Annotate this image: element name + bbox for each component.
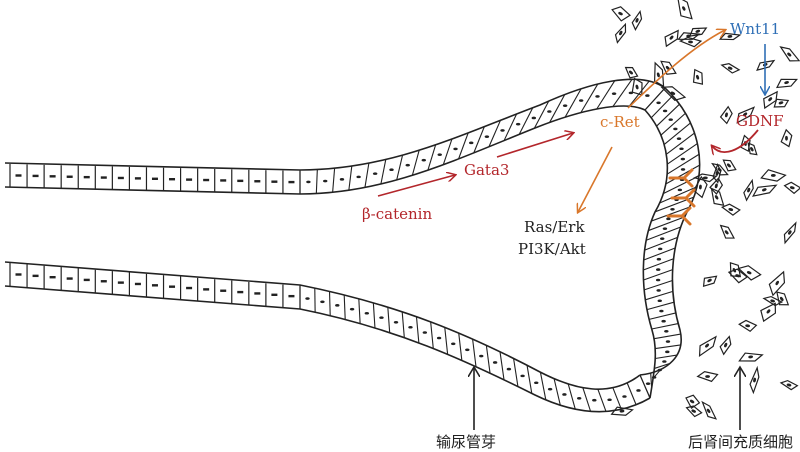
ret-receptors <box>666 168 696 226</box>
ureteric-bud-epithelium <box>4 78 701 413</box>
cret-to-wnt11-arrow <box>627 30 725 109</box>
beta-catenin-label: β-catenin <box>362 205 432 223</box>
wnt11-label: Wnt11 <box>730 20 780 38</box>
ureteric-bud-label: 输尿管芽 <box>436 433 496 451</box>
upper-wall-inner <box>4 105 646 195</box>
gdnf-to-receptor-arrow <box>712 129 759 152</box>
mesenchymal-cells <box>610 0 800 420</box>
gata3-to-cret-arrow <box>496 133 573 158</box>
lower-wall-outer <box>4 261 641 390</box>
upper-wall-outer <box>4 78 666 171</box>
c-ret-label: c-Ret <box>600 113 640 131</box>
metanephric-mesenchyme-label: 后肾间充质细胞 <box>688 433 793 451</box>
cret-to-downstream-arrow <box>578 146 613 212</box>
gata3-label: Gata3 <box>464 161 509 179</box>
epithelial-cells <box>9 78 700 412</box>
tip-wall-inner <box>642 109 669 399</box>
beta-catenin-to-gata3-arrow <box>377 175 455 197</box>
pi3k-akt-label: PI3K/Akt <box>518 240 586 258</box>
ras-erk-label: Ras/Erk <box>524 218 585 236</box>
lower-wall-inner <box>4 285 651 413</box>
gdnf-label: GDNF <box>736 112 784 130</box>
tip-wall-outer <box>639 87 701 376</box>
